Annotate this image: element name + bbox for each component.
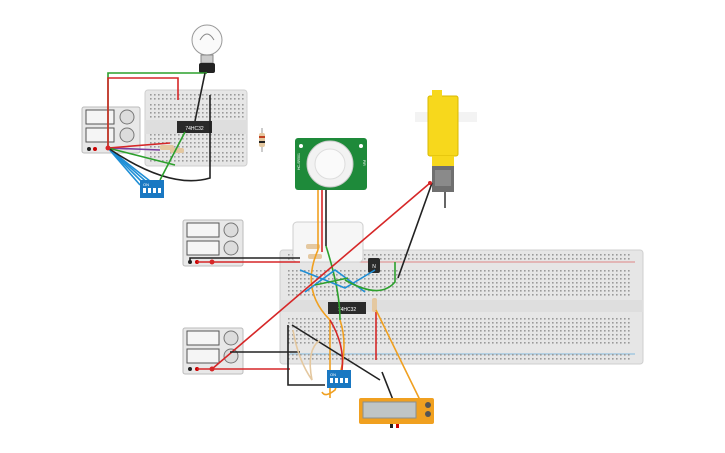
wires-top [107, 72, 211, 186]
pir-sensor[interactable]: HC-SR501 PIR [295, 138, 367, 190]
chip-main-label: 74HC32 [338, 307, 357, 313]
transistor[interactable]: N [368, 258, 380, 273]
light-bulb[interactable] [191, 24, 223, 73]
breadboard-main[interactable] [279, 249, 644, 365]
power-supply-bottom[interactable] [182, 327, 244, 375]
svg-text:PIR: PIR [362, 160, 366, 166]
resistor-loose[interactable] [259, 128, 265, 152]
dc-motor[interactable] [415, 90, 477, 208]
multimeter[interactable] [359, 398, 434, 428]
power-supply-top[interactable] [81, 106, 141, 154]
sub-breadboard[interactable] [292, 221, 364, 263]
power-supply-middle[interactable] [182, 219, 244, 267]
svg-text:ON: ON [330, 372, 336, 377]
resistors-top[interactable] [160, 145, 184, 153]
dip-switch-bottom[interactable]: ON [327, 370, 351, 388]
svg-text:HC-SR501: HC-SR501 [297, 153, 301, 170]
junction-top [105, 145, 111, 151]
wires-main [189, 182, 433, 406]
junction-bottom [209, 366, 215, 372]
dip-switch-top[interactable]: ON [140, 180, 164, 198]
svg-text:N: N [372, 264, 376, 270]
chip-top-74hc32[interactable]: 74HC32 [177, 121, 212, 133]
chip-top-label: 74HC32 [185, 126, 204, 132]
motor-terminal [428, 181, 432, 185]
junction-middle [209, 259, 215, 265]
chip-main-74hc32[interactable]: 74HC32 [328, 302, 366, 314]
svg-text:ON: ON [143, 182, 149, 187]
